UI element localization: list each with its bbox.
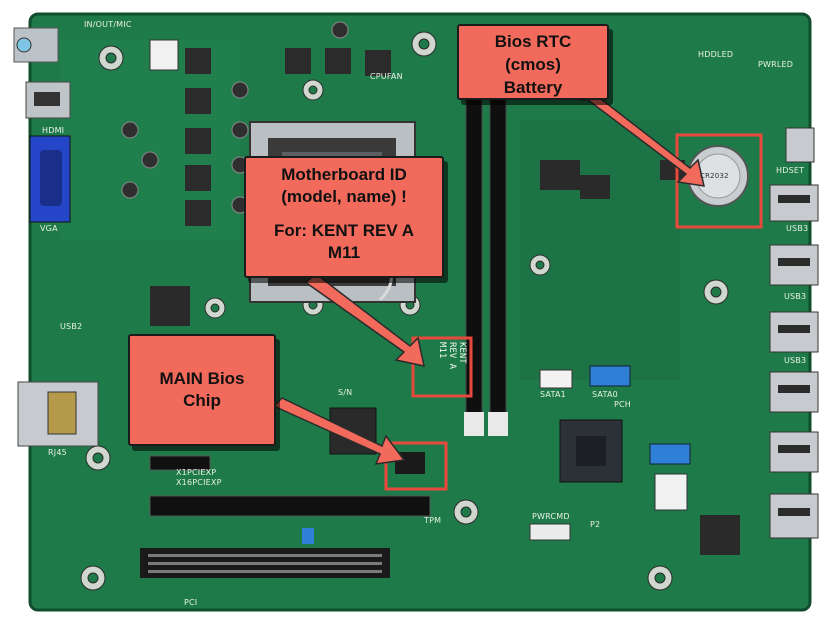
board-id-line-3: M11 [437, 342, 447, 359]
dimm-slot-1 [465, 83, 483, 435]
callout-line: (model, name) ! [281, 187, 407, 206]
label-usb3-c: USB3 [784, 356, 807, 365]
highlight-box-battery [675, 133, 763, 229]
callout-line: Battery [503, 78, 563, 97]
label-hddled: HDDLED [698, 50, 734, 59]
arrow-to-bios-chip [272, 397, 406, 465]
callout-main-bios-chip: MAIN Bios Chip [128, 334, 276, 446]
label-cpufan: CPUFAN [370, 72, 403, 81]
callout-line: MAIN Bios [159, 369, 245, 388]
label-in-out-mic: IN/OUT/MIC [84, 20, 132, 29]
label-p2: P2 [590, 520, 601, 529]
board-id-line-2: REV A [447, 342, 457, 370]
label-hdset: HDSET [776, 166, 805, 175]
label-pwrled: PWRLED [758, 60, 794, 69]
arrow-to-board-id [304, 273, 425, 367]
board-id-line-1: KENT [457, 342, 467, 364]
mounting-holes [80, 31, 729, 591]
label-rj45: RJ45 [48, 448, 67, 457]
pcie-x1-slot [149, 455, 211, 471]
callout-line: For: KENT REV A [273, 221, 415, 240]
callout-line: M11 [327, 243, 361, 262]
callout-line: (cmos) [505, 55, 561, 74]
power-connector-4pin [654, 473, 688, 511]
label-pci: PCI [184, 598, 198, 607]
callout-line: Motherboard ID [281, 165, 407, 184]
label-tpm: TPM [424, 516, 442, 525]
highlight-box-board-id [411, 336, 473, 398]
sata-port-blue-1 [589, 365, 631, 387]
pcie-x16-slot [149, 495, 431, 517]
label-sata1: SATA1 [540, 390, 566, 399]
sata-port-blue-2 [649, 443, 691, 465]
arrow-to-battery [579, 91, 705, 187]
label-x16pciexp: X16PCIEXP [176, 478, 222, 487]
callout-motherboard-id: Motherboard ID (model, name) ! For: KENT… [244, 156, 444, 278]
label-pch: PCH [614, 400, 632, 409]
callout-spacer [246, 208, 442, 220]
label-pwrcmd: PWRCMD [532, 512, 570, 521]
dimm-slot-2 [489, 83, 507, 435]
sata-port-white [539, 369, 573, 389]
vrm-components [121, 21, 391, 226]
callout-line: Chip [183, 391, 221, 410]
power-connector [149, 39, 179, 71]
label-usb3-a: USB3 [786, 224, 809, 233]
label-usb2: USB2 [60, 322, 83, 331]
label-hdmi: HDMI [42, 126, 65, 135]
label-sata0: SATA0 [592, 390, 618, 399]
callout-line: Bios RTC [494, 32, 572, 51]
battery-marking: CR2032 [700, 172, 729, 180]
callout-bios-rtc-battery: Bios RTC (cmos) Battery [457, 24, 609, 100]
highlight-box-bios-chip [384, 441, 448, 491]
label-sn: S/N [338, 388, 353, 397]
label-usb3-b: USB3 [784, 292, 807, 301]
board-id-marking: KENT REV A M11 [411, 342, 467, 390]
label-vga: VGA [40, 224, 58, 233]
label-x1pciexp: X1PCIEXP [176, 468, 217, 477]
